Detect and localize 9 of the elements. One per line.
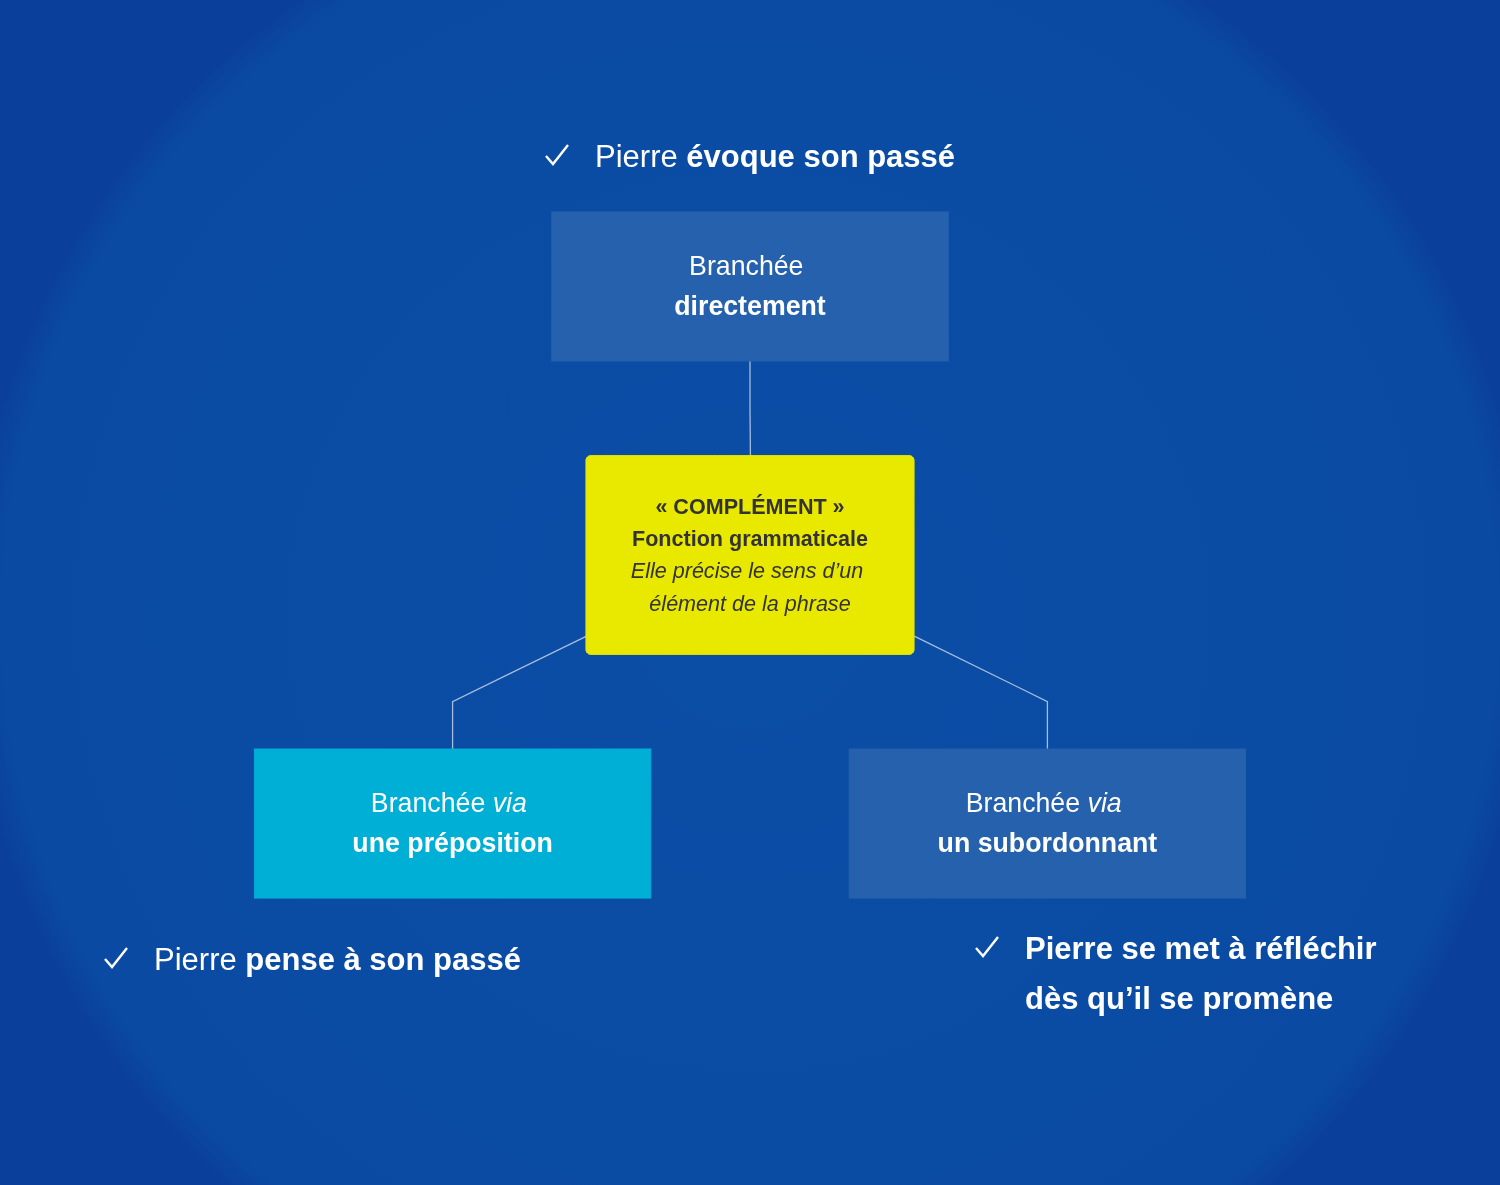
connector (451, 635, 588, 750)
connector (749, 360, 752, 457)
node-box: Branchée via un subordonnant (848, 748, 1247, 899)
node-box: Branchée via une préposition (253, 748, 652, 899)
example-sentence: Pierre évoque son passé (595, 138, 956, 176)
connector (913, 635, 1049, 750)
node-box: Branchée directement (551, 211, 949, 362)
example-sentence: Pierre pense à son passé (154, 941, 521, 979)
example-sentence: Pierre se met à réfléchir dès qu’il se promène (1025, 930, 1378, 1018)
